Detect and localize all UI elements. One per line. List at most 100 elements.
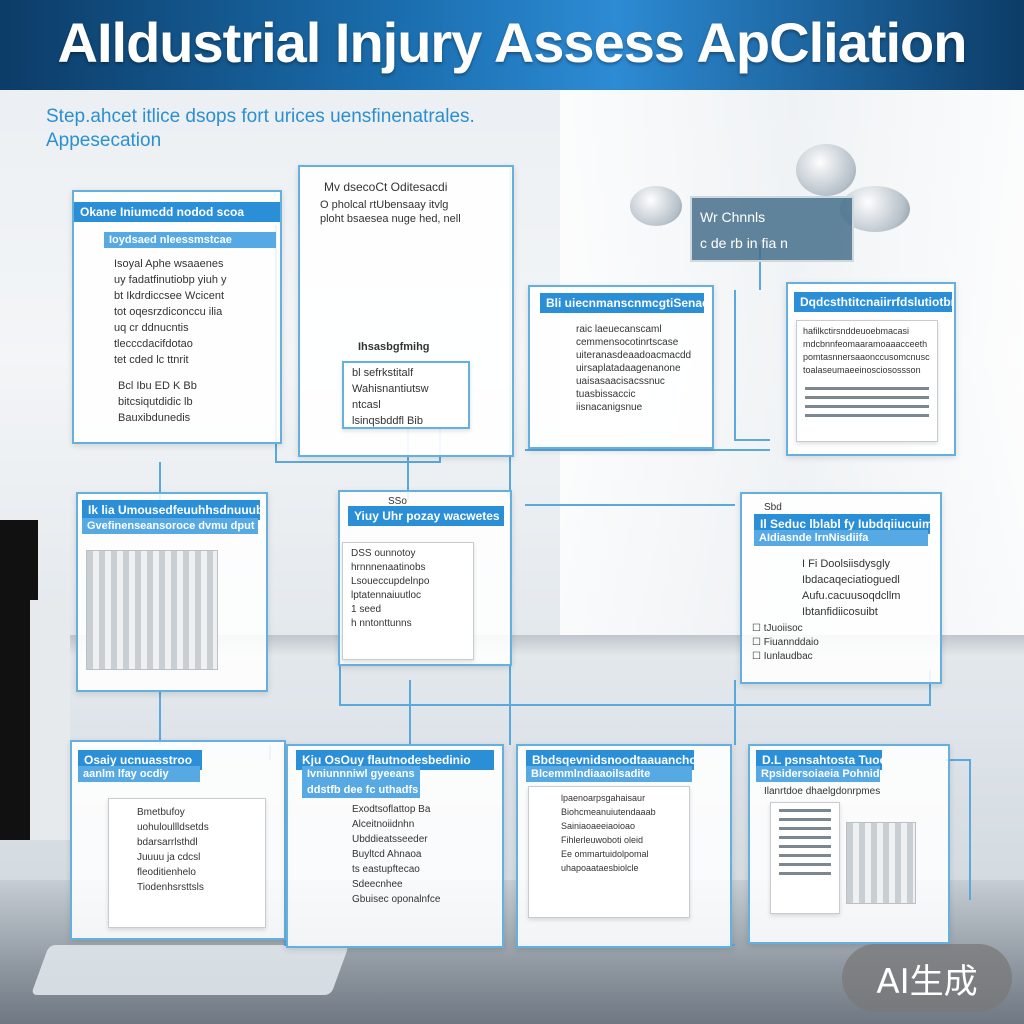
- panel-site-inspection[interactable]: Ik lia Umousedfeuuhhsdnuuubeu Gvefinense…: [76, 492, 268, 692]
- subtitle-line-1: Step.ahcet itlice dsops fort urices uens…: [46, 106, 475, 127]
- panel-claims-header: Osaiy ucnuasstroo: [78, 750, 202, 770]
- list-item: Sdeecnhee: [352, 879, 403, 890]
- list-item: cemmensocotinrtscase: [576, 337, 679, 348]
- panel-site-inspection-header: Ik lia Umousedfeuuhhsdnuuubeu: [82, 500, 260, 520]
- panel-intake-subheader: Ioydsaed nleessmstcae: [104, 232, 276, 248]
- panel-evaluation[interactable]: SSo Yiuy Uhr pozay wacwetes DSS ounnotoy…: [338, 490, 512, 666]
- list-item: hrnnnenaatinobs: [351, 562, 426, 573]
- list-item: tot oqesrzdiconccu ilia: [114, 306, 223, 318]
- document-stack-image: [770, 802, 840, 914]
- checklist-item[interactable]: ☐ Iunlaudbac: [752, 651, 813, 662]
- panel-claims-subheader: aanlm lfay ocdiy: [78, 766, 200, 782]
- panel-documentation[interactable]: Dqdcsthtitcnaiirrfdslutiotbrfi hafilkcti…: [786, 282, 956, 456]
- panel-evaluation-sheet: DSS ounnotoy hrnnnenaatinobs Lsoueccupde…: [342, 542, 474, 660]
- list-item: Buyltcd Ahnaoa: [352, 849, 422, 860]
- list-item: h nntonttunns: [351, 618, 412, 629]
- checklist-item[interactable]: ☐ tJuoiisoc: [752, 623, 803, 634]
- callout-line-1: Wr Chnnls: [700, 209, 766, 225]
- list-item: fleoditienhelo: [137, 867, 196, 878]
- list-item: Ee ommartuidolpomal: [561, 849, 649, 859]
- list-item: uiteranasdeaadoacmacdd: [576, 350, 692, 361]
- list-item: iisnacanigsnue: [576, 402, 643, 413]
- list-item: Bauxibdunedis: [118, 412, 191, 424]
- list-item: ts eastupftecao: [352, 864, 420, 875]
- list-item: tet cded lc ttnrit: [114, 354, 189, 366]
- droplet-graphic: [630, 186, 682, 226]
- list-item: uy fadatfinutiobp yiuh y: [114, 274, 227, 286]
- list-item: uhapoaataesbiolcle: [561, 863, 639, 873]
- panel-diagnosis-checklist: ☐ tJuoiisoc ☐ Fiuannddaio ☐ Iunlaudbac: [752, 622, 819, 664]
- panel-archive-caption: Ilanrtdoe dhaelgdonrpmes: [764, 786, 881, 797]
- list-item: Sainiaoaeeiaoioao: [561, 821, 636, 831]
- list-item: I Fi Doolsiisdysgly: [802, 558, 891, 570]
- panel-treatment[interactable]: Bbdsqevnidsnoodtaauanchoe Blcemmlndiaaoi…: [516, 744, 732, 948]
- list-item: Alceitnoiidnhn: [352, 819, 415, 830]
- list-item: Wahisnantiutsw: [352, 383, 429, 395]
- header-banner: AIldustrial Injury Assess ApCliation: [0, 0, 1024, 90]
- list-item: toalaseumaeeinosciosossson: [803, 365, 921, 375]
- panel-report-section: Ihsasbgfmihg: [358, 341, 430, 353]
- panel-diagnosis[interactable]: Sbd Il Seduc lblabl fy Iubdqiiucuim AIdi…: [740, 492, 942, 684]
- list-item: uirsaplatadaagenanone: [576, 363, 681, 374]
- ai-generated-label: AI生成: [876, 961, 978, 1002]
- list-item: lptatennaiuutloc: [351, 590, 422, 601]
- panel-intake-footer: Bcl Ibu ED K Bb bitcsiqutdidic lb Bauxib…: [118, 378, 197, 426]
- checklist-label: tJuoiisoc: [763, 623, 803, 634]
- panel-documentation-sheet: hafilkctirsnddeuoebmacasi mdcbnnfeomaara…: [796, 320, 938, 442]
- list-item: tlecccdacifdotao: [114, 338, 193, 350]
- panel-report-detail: bl sefrkstitalf Wahisnantiutsw ntcasl ls…: [342, 361, 470, 429]
- page-title: AIldustrial Injury Assess ApCliation: [57, 11, 968, 74]
- list-item: Bmetbufoy: [137, 807, 185, 818]
- panel-diagnosis-subheader: AIdiasnde lrnNisdiifa: [754, 530, 928, 546]
- list-item: Ibtanfidiicosuibt: [802, 606, 878, 618]
- panel-diagnosis-list: I Fi Doolsiisdysgly Ibdacaqeciatioguedl …: [802, 556, 900, 620]
- panel-review-header: Kju OsOuy flautnodesbedinio: [296, 750, 494, 770]
- panel-documentation-header: Dqdcsthtitcnaiirrfdslutiotbrfi: [794, 292, 952, 312]
- list-item: Lsoueccupdelnpo: [351, 576, 430, 587]
- list-item: Fihlerleuwoboti oleid: [561, 835, 644, 845]
- list-item: bl sefrkstitalf: [352, 367, 414, 379]
- panel-archive-subheader: Rpsidersoiaeia Pohnid: [756, 766, 880, 782]
- list-item: Ubddieatsseeder: [352, 834, 428, 845]
- list-item: uohuloullldsetds: [137, 822, 209, 833]
- panel-treatment-sheet: lpaenoarpsgahaisaur Biohcmeanuiutendaaab…: [528, 786, 690, 918]
- list-item: Aufu.cacuusoqdcllm: [802, 590, 901, 602]
- panel-evaluation-header: Yiuy Uhr pozay wacwetes: [348, 506, 504, 526]
- list-item: Tiodenhsrsttsls: [137, 882, 204, 893]
- list-item: bdarsarrlsthdl: [137, 837, 198, 848]
- list-item: bitcsiqutdidic lb: [118, 396, 193, 408]
- panel-analysis[interactable]: Bli uiecnmanscnmcgtiSenaesi raic laeueca…: [528, 285, 714, 449]
- panel-archive[interactable]: D.L psnsahtosta Tuooia Rpsidersoiaeia Po…: [748, 744, 950, 944]
- list-item: Juuuu ja cdcsl: [137, 852, 201, 863]
- checklist-item[interactable]: ☐ Fiuannddaio: [752, 637, 819, 648]
- panel-archive-header: D.L psnsahtosta Tuooia: [756, 750, 882, 770]
- list-item: Exodtsoflattop Ba: [352, 804, 431, 815]
- panel-claims-sheet: Bmetbufoy uohuloullldsetds bdarsarrlsthd…: [108, 798, 266, 928]
- panel-report-line-1: O pholcal rtUbensaay itvlg: [320, 199, 449, 211]
- checklist-label: Iunlaudbac: [763, 651, 813, 662]
- list-item: mdcbnnfeomaaramoaaacceeth: [803, 339, 928, 349]
- panel-analysis-list: raic laeuecanscaml cemmensocotinrtscase …: [576, 323, 691, 414]
- list-item: ntcasl: [352, 399, 381, 411]
- list-item: 1 seed: [351, 604, 382, 615]
- panel-review-subheader: Ivniunnniwl gyeeans: [302, 766, 420, 782]
- panel-report-line-2: ploht bsaesea nuge hed, nell: [320, 213, 461, 225]
- subtitle-line-2: Appesecation: [46, 130, 162, 151]
- panel-report-title: Mv dsecoCt Oditesacdi: [324, 180, 448, 194]
- panel-site-inspection-subheader: Gvefinenseansoroce dvmu dput: [82, 518, 258, 534]
- panel-treatment-subheader: Blcemmlndiaaoilsadite: [526, 766, 692, 782]
- panel-intake-list: Isoyal Aphe wsaaenes uy fadatfinutiobp y…: [114, 256, 227, 368]
- callout-text: Wr Chnnls c de rb in fia n: [700, 204, 788, 256]
- panel-report[interactable]: Mv dsecoCt Oditesacdi O pholcal rtUbensa…: [298, 165, 514, 457]
- callout-line-2: c de rb in fia n: [700, 235, 788, 251]
- panel-review[interactable]: Kju OsOuy flautnodesbedinio Ivniunnniwl …: [286, 744, 504, 948]
- list-item: Gbuisec oponalnfce: [352, 894, 441, 905]
- background-monitor-side: [30, 600, 70, 840]
- list-item: uaisasaacisacssnuc: [576, 376, 665, 387]
- panel-claims[interactable]: Osaiy ucnuasstroo aanlm lfay ocdiy Bmetb…: [70, 740, 286, 940]
- checklist-label: Fiuannddaio: [763, 637, 819, 648]
- list-item: hafilkctirsnddeuoebmacasi: [803, 326, 910, 336]
- list-item: bt Ikdrdiccsee Wcicent: [114, 290, 225, 302]
- panel-intake[interactable]: Okane Iniumcdd nodod scoa Ioydsaed nlees…: [72, 190, 282, 444]
- callout-box: [690, 196, 854, 262]
